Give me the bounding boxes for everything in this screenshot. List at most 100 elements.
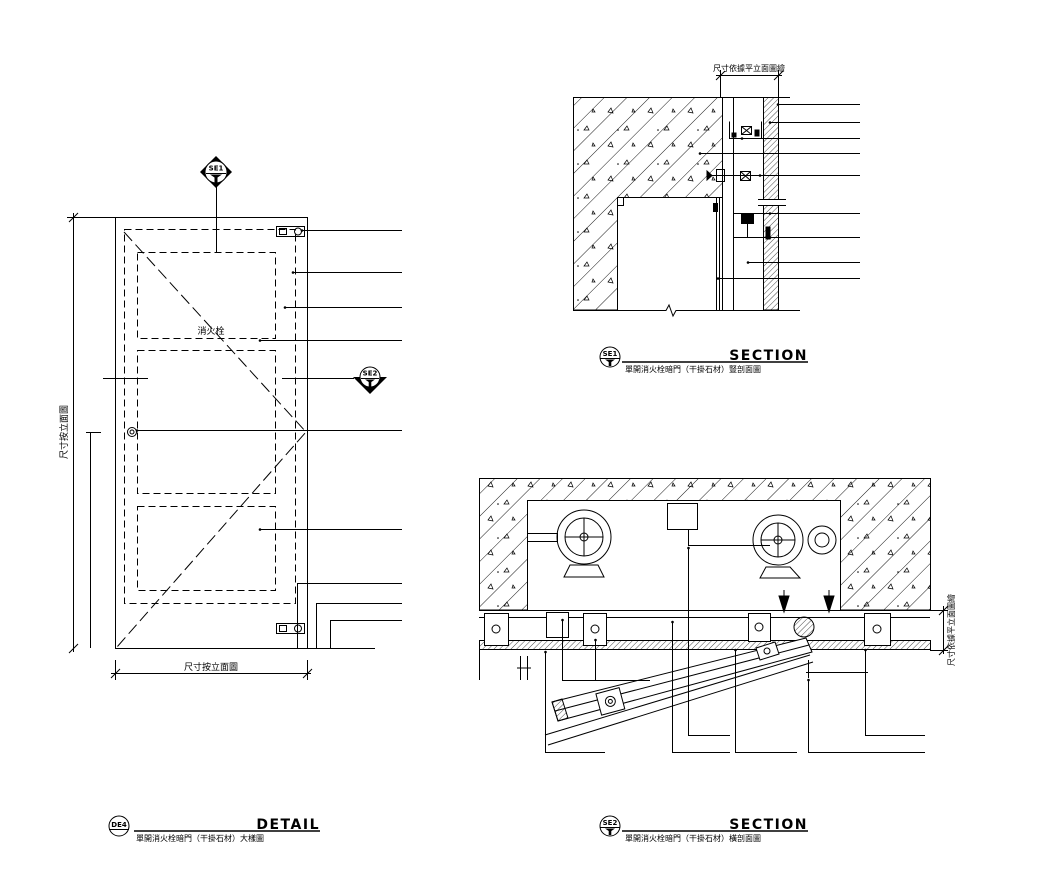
horizontal-section-title: SECTION <box>729 817 808 833</box>
dimension-knob-height <box>86 432 101 648</box>
dimension-tick <box>938 605 949 616</box>
bracket-bolt <box>754 129 760 137</box>
hinge-block <box>279 228 287 235</box>
bracket <box>748 613 771 642</box>
bolt-head <box>706 169 713 182</box>
door-hinge-block <box>755 641 780 661</box>
reel-outer <box>752 514 804 566</box>
bracket-clip <box>741 126 752 135</box>
marker-arrow <box>210 174 222 183</box>
door-edge-cap <box>551 698 569 722</box>
handle-knob-inner <box>607 698 613 704</box>
valve-box <box>667 503 770 546</box>
knob-outer <box>127 427 137 437</box>
stone-cladding-lower <box>763 205 779 311</box>
vertical-section-title: SECTION <box>729 348 808 364</box>
door-stone-face <box>547 661 814 746</box>
section-marker-se1: SE1 <box>200 156 232 188</box>
cabinet-cavity-outline <box>617 197 717 310</box>
valve-wheel-outer <box>807 525 837 555</box>
vertical-section-title-block: SE1 SECTION 單開消火栓暗門（干掛石材）豎剖面圖 <box>599 346 808 374</box>
break-line-bottom <box>573 303 800 318</box>
title-marker-label: DE4 <box>111 821 127 829</box>
marker-label: SE2 <box>363 370 378 378</box>
dimension-top-label: 尺寸依據平立面圖繪 <box>713 63 785 73</box>
leader-dot <box>768 212 772 215</box>
leader-line <box>545 652 605 753</box>
leader-dot <box>734 648 737 652</box>
marker-label: SE1 <box>209 165 224 173</box>
leader-dot <box>671 620 674 624</box>
detail-title: DETAIL <box>256 817 320 833</box>
dimension-tick <box>715 70 726 81</box>
bracket-clip <box>741 214 754 224</box>
cladding-brackets <box>484 612 891 646</box>
leader-line <box>688 548 730 736</box>
valve-wheel-inner <box>814 532 830 548</box>
door-panel-top <box>137 252 276 339</box>
leader-dot <box>258 339 262 342</box>
marker-circle <box>359 366 381 388</box>
bracket <box>484 613 509 646</box>
title-marker-circle <box>108 815 130 837</box>
detail-title-block: DE4 DETAIL 單開消火栓暗門（干掛石材）大樣圖 <box>108 815 320 843</box>
marker-arrow <box>365 379 375 387</box>
concrete-aggregate <box>573 97 723 310</box>
leader-dot <box>758 174 762 177</box>
door-stone-face <box>544 654 811 736</box>
dimension-tick <box>773 70 784 81</box>
vertical-section-subtitle: 單開消火栓暗門（干掛石材）豎剖面圖 <box>625 364 761 374</box>
reel-base <box>759 566 802 579</box>
bracket-bolt <box>754 622 764 632</box>
title-marker-arrow <box>605 828 615 835</box>
bracket-bolt <box>731 132 737 138</box>
bracket-tab <box>765 226 771 240</box>
leader-line <box>672 622 730 753</box>
horizontal-section-subtitle: 單開消火栓暗門（干掛石材）橫剖面圖 <box>625 833 761 843</box>
leader-dot <box>864 648 867 652</box>
hinge-block <box>279 625 287 632</box>
detail-subtitle: 單開消火栓暗門（干掛石材）大樣圖 <box>136 833 264 843</box>
door-hinge-pin <box>763 647 771 655</box>
door-frame-hidden-line <box>124 229 296 604</box>
horizontal-section-title-block: SE2 SECTION 單開消火栓暗門（干掛石材）橫剖面圖 <box>599 815 808 843</box>
vertical-section-drawing <box>573 70 860 318</box>
door-panel-bottom <box>137 506 276 591</box>
bracket-bolt <box>491 624 501 634</box>
jamb-profile-outer <box>297 583 402 648</box>
vertical-section-leader-lines <box>698 103 860 280</box>
dimension-top <box>715 70 784 97</box>
section-marker-se2: SE2 <box>353 366 387 394</box>
bracket <box>864 613 891 646</box>
leader-line <box>865 650 925 736</box>
title-marker-arrow <box>605 359 615 366</box>
bracket-bottom <box>733 213 771 240</box>
hydrant-label: 消火栓 <box>197 325 224 337</box>
leader-dot <box>258 528 262 531</box>
hose-reel-left <box>527 509 612 578</box>
leader-dot <box>746 261 750 264</box>
reel-base <box>563 564 605 578</box>
cavity-bolt <box>713 203 718 212</box>
door-swing-indicator <box>116 231 307 648</box>
leader-dot <box>544 650 547 654</box>
jamb-profile-middle <box>316 603 402 648</box>
dimension-right <box>930 605 949 656</box>
title-marker-label: SE2 <box>603 819 618 827</box>
door-panel-middle <box>137 350 276 494</box>
reel-outer <box>556 509 612 565</box>
leader-dot <box>716 277 720 280</box>
leader-dot <box>135 429 139 432</box>
bolt-nut <box>716 169 725 182</box>
horizontal-section-leader-lines <box>544 546 925 753</box>
dimension-tick <box>68 643 79 654</box>
stone-cladding-upper <box>763 97 779 200</box>
leader-dot <box>776 103 780 106</box>
stone-layer <box>479 640 931 650</box>
leader-dot <box>283 306 287 309</box>
leader-dot <box>300 229 304 232</box>
door-leaf-open <box>544 637 814 746</box>
hose-reel-right <box>752 514 837 579</box>
